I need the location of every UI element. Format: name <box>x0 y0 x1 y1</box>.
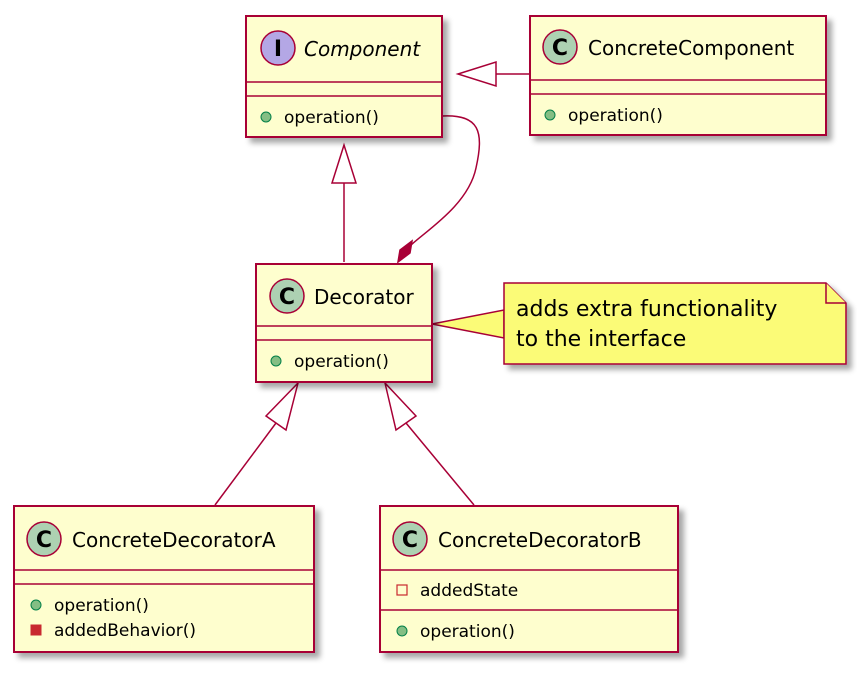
class-box <box>255 263 433 383</box>
note-fold <box>825 283 846 304</box>
class-icon <box>542 29 578 65</box>
inheritance-line-concretedecoratora <box>214 422 277 506</box>
inheritance-arrowhead-component-right <box>455 60 497 88</box>
class-icon <box>269 278 305 314</box>
class-icon <box>392 521 428 557</box>
public-method-icon <box>260 111 272 123</box>
private-field-icon <box>396 584 408 596</box>
class-concretecomponent[interactable] <box>529 15 827 136</box>
class-name-concretedecoratora: ConcreteDecoratorA <box>72 528 276 552</box>
interface-icon-letter: I <box>274 37 282 62</box>
method-addedbehavior: addedBehavior() <box>54 621 196 641</box>
inheritance-arrowhead-component-bottom <box>330 142 358 184</box>
class-icon-letter: C <box>36 528 52 553</box>
composition-diamond <box>396 239 414 264</box>
class-icon-letter: C <box>279 285 295 310</box>
class-box <box>379 505 679 653</box>
note-body <box>503 282 847 365</box>
note-line-1: adds extra functionality <box>516 297 777 322</box>
class-box <box>13 505 315 653</box>
class-icon <box>26 521 62 557</box>
composition-line-decorator-component <box>409 115 481 247</box>
class-box <box>245 15 443 138</box>
method-operation: operation() <box>284 108 379 128</box>
class-decorator[interactable] <box>255 263 433 383</box>
private-method-icon <box>30 624 42 636</box>
interface-icon <box>260 30 296 66</box>
note-connector <box>431 309 505 339</box>
inheritance-arrowhead-decorator-right <box>383 380 418 432</box>
inheritance-arrowhead-decorator-left <box>264 380 300 432</box>
class-concretedecoratorb[interactable] <box>379 505 679 653</box>
method-operation: operation() <box>294 352 389 372</box>
class-concretedecoratora[interactable] <box>13 505 315 653</box>
class-component[interactable] <box>245 15 443 138</box>
note[interactable] <box>503 282 847 365</box>
public-method-icon <box>30 599 42 611</box>
public-method-icon <box>270 355 282 367</box>
field-addedstate: addedState <box>420 581 518 601</box>
method-operation: operation() <box>54 596 149 616</box>
method-operation: operation() <box>568 106 663 126</box>
class-box <box>529 15 827 136</box>
class-name-decorator: Decorator <box>314 285 414 309</box>
class-icon-letter: C <box>402 528 418 553</box>
public-method-icon <box>396 625 408 637</box>
method-operation: operation() <box>420 622 515 642</box>
note-line-2: to the interface <box>516 327 686 352</box>
class-name-concretedecoratorb: ConcreteDecoratorB <box>438 528 642 552</box>
relationships <box>214 60 530 506</box>
inheritance-line-concretedecoratorb <box>405 422 475 506</box>
class-name-component: Component <box>304 37 421 61</box>
class-icon-letter: C <box>552 36 568 61</box>
class-name-concretecomponent: ConcreteComponent <box>588 36 794 60</box>
public-method-icon <box>544 109 556 121</box>
